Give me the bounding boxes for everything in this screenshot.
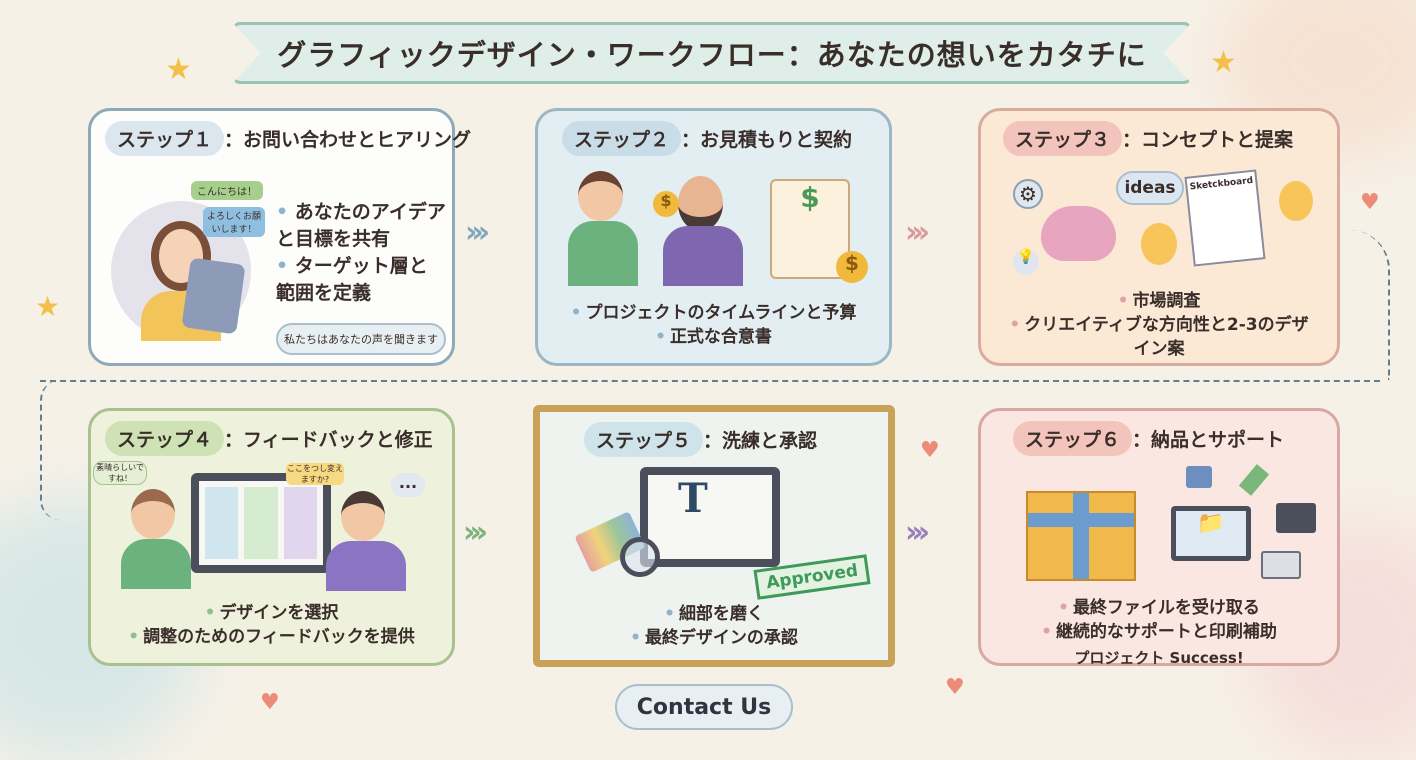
heart-icon: ♥ [920,438,940,463]
computer-folder-icon: 📁 [1171,506,1251,561]
ideas-bubble: ideas [1116,171,1184,205]
step-title: ：コンセプトと提案 [1122,129,1294,151]
speech-bubble: 素晴らしいですね！ [93,461,147,485]
step-title: ：フィードバックと修正 [224,429,433,451]
step-3-card: ステップ３：コンセプトと提案 ⚙ 💡 ideas Sketckboard •市場… [978,108,1340,366]
usb-icon [1238,464,1270,496]
step-title: ：お見積もりと契約 [681,129,853,151]
bullet-item: • ターゲット層と範囲を定義 [276,255,428,304]
step-title: ：納品とサポート [1132,429,1285,451]
gear-icon: ⚙ [1013,179,1043,209]
step-tag: ステップ６ [1013,421,1133,456]
bullet-item: •プロジェクトのタイムラインと予算 [570,303,857,323]
bullet-item: •デザインを選択 [204,603,339,623]
page-title: グラフィックデザイン・ワークフロー：あなたの想いをカタチに [277,38,1147,72]
flow-path [70,230,1390,380]
bullet-item: •最終デザインの承認 [630,628,798,648]
brain-icon [1041,206,1116,261]
hard-drive-icon [1186,466,1212,488]
step-1-card: ステップ１：お問い合わせとヒアリング こんにちは！ よろしくお願いします！ • … [88,108,471,366]
magnifier-icon [620,537,660,577]
bullet-item: • あなたのアイデアと目標を共有 [276,201,446,250]
bullet-item: •最終ファイルを受け取る [1058,598,1260,618]
step-title: ：お問い合わせとヒアリング [224,129,472,151]
step-tag: ステップ１ [105,121,225,156]
star-icon: ★ [165,52,192,87]
heart-icon: ♥ [945,675,965,700]
lightbulb-icon [1279,181,1313,221]
monitor-icon [191,473,331,573]
step-5-card: ステップ５：洗練と承認 T Approved •細部を磨く •最終デザインの承認 [533,405,895,667]
note-cloud: 私たちはあなたの声を聞きます [276,323,446,355]
person-illustration [341,491,385,541]
flow-path [40,380,80,520]
bullet-item: •継続的なサポートと印刷補助 [1041,622,1277,642]
contact-us-button[interactable]: Contact Us [615,684,793,730]
speech-bubble: ここをつし変えますか? [286,463,344,485]
bullet-item: •正式な合意書 [655,327,772,347]
next-arrow: ››› [905,515,930,550]
sketchboard-icon: Sketckboard [1184,169,1266,267]
step-6-card: ステップ６：納品とサポート 📁 •最終ファイルを受け取る •継続的なサポートと印… [978,408,1340,667]
heart-icon: ♥ [1360,190,1380,215]
bullet-item: •細部を磨く [664,604,764,624]
step-title: ：洗練と承認 [703,430,818,452]
step-tag: ステップ２ [562,121,682,156]
step-tag: ステップ３ [1003,121,1123,156]
step-2-card: ステップ２：お見積もりと契約 $ $ $ •プロジェクトのタイムラインと予算 •… [535,108,892,366]
coin-icon: $ [653,191,679,217]
next-arrow: ››› [465,215,490,250]
monitor-icon [1276,503,1316,533]
bullet-item: •クリエイティブな方向性と2-3のデザイン案 [1009,315,1309,359]
next-arrow: ››› [463,515,488,550]
step-tag: ステップ５ [584,422,704,457]
heart-icon: ♥ [260,690,280,715]
star-icon: ★ [35,290,61,323]
coin-icon: $ [836,251,868,283]
person-illustration [326,541,406,591]
lightbulb-icon [1141,223,1177,265]
speech-bubble: よろしくお願いします！ [203,207,265,237]
printer-icon [1261,551,1301,579]
person-illustration [121,539,191,589]
lightbulb-icon: 💡 [1013,249,1039,275]
handshake-illustration: $ [568,171,748,291]
next-arrow: ››› [905,215,930,250]
speech-bubble: ... [391,473,425,497]
flow-path [40,380,1380,382]
person-illustration [131,489,175,539]
speech-bubble: こんにちは！ [191,181,263,200]
bullet-item: •調整のためのフィードバックを提供 [128,627,415,647]
text-tool-icon: T [648,475,772,559]
page-title-banner: グラフィックデザイン・ワークフロー：あなたの想いをカタチに [232,22,1192,84]
monitor-icon: T [640,467,780,567]
gift-box-icon [1026,491,1136,581]
step-tag: ステップ４ [105,421,225,456]
success-banner: プロジェクト Success! [1074,649,1244,667]
star-icon: ★ [1210,45,1237,80]
tablet-icon [181,257,246,335]
step-4-card: ステップ４：フィードバックと修正 素晴らしいですね！ ここをつし変えますか? .… [88,408,455,666]
bullet-item: •市場調査 [1117,291,1201,311]
